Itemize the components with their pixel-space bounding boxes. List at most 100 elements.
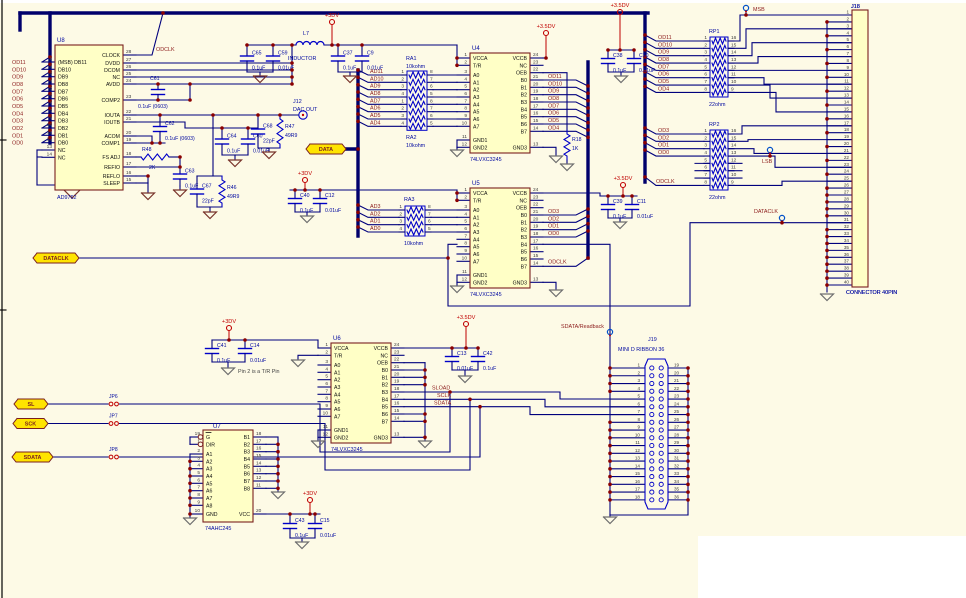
svg-text:12: 12 — [256, 475, 262, 481]
svg-text:OD5: OD5 — [12, 104, 23, 110]
svg-text:0.01uF: 0.01uF — [639, 68, 655, 74]
net-label-od11: OD11 — [548, 74, 562, 80]
svg-text:OD9: OD9 — [548, 89, 559, 95]
svg-text:B3: B3 — [521, 100, 527, 106]
svg-text:OEB: OEB — [516, 71, 527, 77]
ic-u6: 1VCCA2T/R3A04A15A26A37A48A59A610A711GND1… — [317, 336, 405, 453]
svg-text:A2: A2 — [334, 378, 340, 384]
svg-text:12: 12 — [47, 137, 53, 143]
net-label-ad0: AD0 — [370, 226, 381, 232]
svg-text:4: 4 — [49, 78, 52, 84]
svg-text:11: 11 — [256, 482, 261, 488]
svg-text:5: 5 — [637, 394, 640, 399]
svg-text:A5: A5 — [206, 481, 212, 487]
svg-text:C12: C12 — [325, 193, 335, 199]
svg-text:8: 8 — [49, 107, 52, 113]
svg-text:DB1: DB1 — [58, 133, 68, 139]
svg-text:4: 4 — [704, 150, 707, 156]
svg-text:3: 3 — [704, 143, 707, 149]
svg-text:4: 4 — [399, 226, 402, 232]
svg-text:A2: A2 — [473, 88, 479, 94]
svg-text:VCC: VCC — [239, 512, 250, 518]
svg-text:7: 7 — [704, 79, 707, 85]
svg-text:0.1uF: 0.1uF — [343, 66, 356, 72]
svg-text:74LVXC3245: 74LVXC3245 — [470, 292, 502, 298]
svg-text:A7: A7 — [206, 496, 212, 502]
svg-text:OD2: OD2 — [548, 216, 559, 222]
svg-text:7: 7 — [637, 409, 640, 414]
svg-text:OD1: OD1 — [12, 133, 23, 139]
svg-text:24: 24 — [844, 169, 850, 174]
svg-text:A4: A4 — [473, 102, 479, 108]
svg-text:C64: C64 — [227, 134, 237, 140]
svg-text:U4: U4 — [472, 46, 480, 52]
svg-text:1: 1 — [49, 56, 52, 62]
svg-text:JP7: JP7 — [109, 414, 118, 420]
ground-icon — [299, 215, 315, 224]
svg-text:7: 7 — [704, 172, 707, 178]
svg-text:9: 9 — [731, 86, 734, 92]
net-label-od0: OD0 — [12, 141, 23, 147]
svg-text:RA2: RA2 — [406, 135, 417, 141]
svg-text:35: 35 — [844, 245, 850, 250]
svg-text:B1: B1 — [382, 375, 388, 381]
svg-text:DVDD: DVDD — [105, 61, 120, 67]
svg-text:2: 2 — [704, 42, 707, 48]
svg-text:0.1uF: 0.1uF — [613, 68, 626, 74]
svg-text:31: 31 — [844, 217, 850, 222]
svg-text:12: 12 — [462, 276, 468, 282]
svg-text:18: 18 — [844, 127, 850, 132]
svg-text:19: 19 — [533, 224, 539, 230]
svg-text:23: 23 — [844, 162, 850, 167]
svg-text:B5: B5 — [521, 250, 527, 256]
svg-text:30: 30 — [844, 210, 850, 215]
svg-text:12: 12 — [323, 431, 329, 437]
svg-text:6: 6 — [704, 165, 707, 171]
svg-text:AD11: AD11 — [370, 69, 383, 75]
svg-text:20: 20 — [674, 370, 680, 375]
svg-text:OD0: OD0 — [12, 141, 23, 147]
net-label-od2: OD2 — [548, 216, 559, 222]
svg-text:OD11: OD11 — [12, 60, 26, 66]
svg-text:19: 19 — [195, 431, 201, 437]
jumper-jp6: JP6 — [108, 394, 119, 407]
svg-text:20: 20 — [533, 81, 539, 87]
svg-text:36: 36 — [674, 494, 680, 499]
svg-text:33: 33 — [844, 231, 850, 236]
svg-text:14: 14 — [256, 460, 262, 466]
svg-text:AD9762: AD9762 — [57, 195, 76, 201]
svg-text:31: 31 — [674, 456, 680, 461]
power-35dv: +3.5DV — [611, 3, 630, 51]
svg-text:0.01uF: 0.01uF — [637, 214, 653, 220]
svg-text:C67: C67 — [202, 184, 212, 190]
svg-text:6: 6 — [637, 401, 640, 406]
svg-text:32: 32 — [674, 463, 680, 468]
svg-text:J18: J18 — [851, 4, 860, 10]
net-label-od1: OD1 — [658, 143, 669, 149]
svg-text:18: 18 — [533, 96, 539, 102]
svg-text:13: 13 — [47, 144, 53, 150]
svg-text:21: 21 — [674, 378, 680, 383]
svg-text:OD1: OD1 — [548, 224, 559, 230]
svg-text:SL: SL — [28, 402, 36, 408]
svg-text:11: 11 — [844, 79, 849, 84]
svg-text:28: 28 — [844, 196, 850, 201]
svg-text:1: 1 — [704, 128, 707, 134]
power-35dv: +3.5DV — [457, 315, 476, 349]
svg-text:19: 19 — [844, 134, 850, 139]
svg-text:GND3: GND3 — [513, 145, 528, 151]
label-odclk: ODCLK — [156, 47, 175, 53]
svg-text:8: 8 — [704, 86, 707, 92]
svg-text:2K: 2K — [149, 165, 156, 171]
svg-text:4: 4 — [464, 76, 467, 82]
svg-text:OD8: OD8 — [658, 57, 669, 63]
svg-text:B6: B6 — [244, 472, 250, 478]
net-label-od1: OD1 — [548, 224, 559, 230]
svg-text:11: 11 — [635, 440, 640, 445]
svg-text:AD8: AD8 — [370, 91, 381, 97]
svg-text:+3DV: +3DV — [303, 491, 317, 497]
